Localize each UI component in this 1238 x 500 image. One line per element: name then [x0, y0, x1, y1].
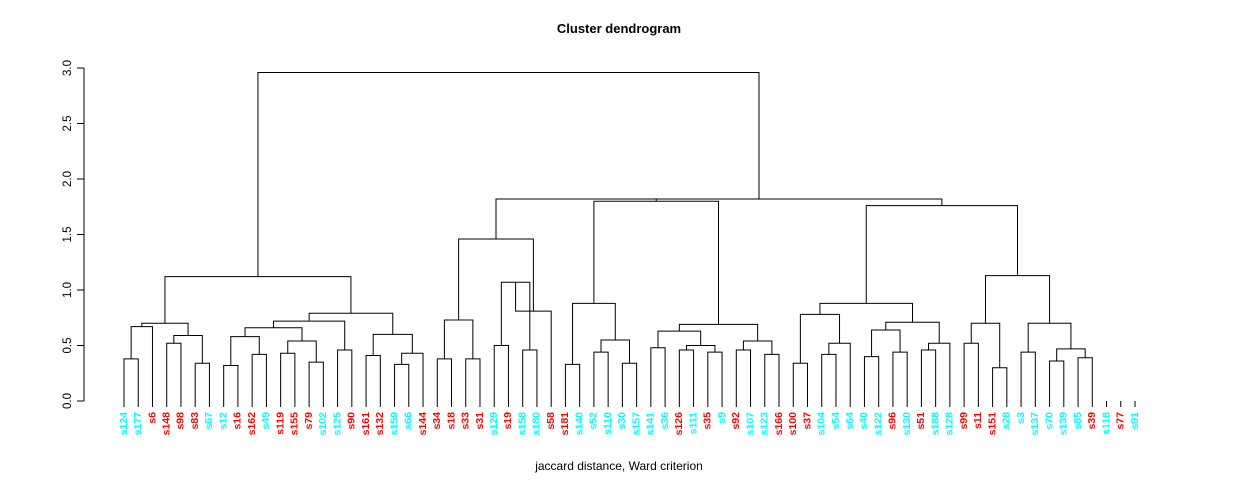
- leaf-label: s188: [929, 412, 941, 436]
- leaf-label: s158: [516, 412, 528, 436]
- leaf-label: s148: [160, 412, 172, 436]
- leaf-label: s181: [559, 412, 571, 436]
- leaf-label: s11: [972, 412, 984, 429]
- y-axis-tick-label: 2.0: [62, 171, 74, 187]
- leaf-label: s37: [801, 412, 813, 430]
- leaf-label: s177: [132, 412, 144, 436]
- leaf-label: s98: [175, 412, 187, 430]
- x-axis-caption: jaccard distance, Ward criterion: [534, 459, 703, 473]
- leaf-label: s139: [1058, 412, 1070, 436]
- leaf-label: s52: [588, 412, 600, 430]
- leaf-label: s39: [1086, 412, 1098, 430]
- leaf-label: s67: [203, 412, 215, 430]
- y-axis-tick-label: 1.5: [62, 227, 74, 243]
- leaf-label: s16: [232, 412, 244, 430]
- leaf-label: s35: [702, 412, 714, 430]
- leaf-label: s159: [388, 412, 400, 436]
- leaf-label: s30: [616, 412, 628, 430]
- leaf-label: s102: [317, 412, 329, 436]
- leaf-label: s6: [146, 412, 158, 424]
- y-axis: 0.0 0.5 1.0 1.5 2.0 2.5 3.0: [62, 60, 85, 409]
- leaf-label: s140: [573, 412, 585, 436]
- leaf-label: s162: [246, 412, 258, 436]
- leaf-label: s40: [858, 412, 870, 430]
- y-axis-tick-label: 0.0: [62, 393, 74, 409]
- leaf-label: s110: [602, 412, 614, 435]
- leaf-label: s128: [944, 412, 956, 436]
- y-axis-tick-label: 0.5: [62, 338, 74, 354]
- leaf-label: s122: [872, 412, 884, 436]
- dendrogram-link: [257, 71, 760, 277]
- leaf-label: s166: [773, 412, 785, 436]
- leaf-label: s100: [787, 412, 799, 436]
- leaf-label: s36: [659, 412, 671, 430]
- leaf-label: s132: [374, 412, 386, 436]
- leaf-label: s111: [687, 412, 699, 434]
- leaf-label: s144: [417, 412, 429, 436]
- leaf-label: s49: [260, 412, 272, 430]
- leaf-label: s130: [901, 412, 913, 436]
- page-title: Cluster dendrogram: [557, 21, 681, 36]
- dendrogram-links-layer: [123, 71, 1093, 401]
- leaf-label: s90: [346, 412, 358, 430]
- leaf-label: s157: [630, 412, 642, 436]
- leaf-label: s91: [1129, 412, 1141, 430]
- leaf-label: s19: [502, 412, 514, 430]
- leaf-label: s79: [303, 412, 315, 430]
- leaf-label: s70: [1043, 412, 1055, 430]
- leaf-label: s119: [274, 412, 286, 435]
- leaf-label: s104: [816, 412, 828, 436]
- leaf-label: s125: [331, 412, 343, 436]
- dendrogram-link: [495, 198, 657, 239]
- y-axis-tick-label: 1.0: [62, 282, 74, 298]
- leaf-label: s124: [118, 412, 130, 436]
- leaf-label: s66: [403, 412, 415, 430]
- leaf-label: s64: [844, 412, 856, 430]
- leaf-label: s28: [1001, 412, 1013, 430]
- y-axis-tick-label: 3.0: [62, 60, 74, 76]
- leaf-label: s107: [744, 412, 756, 436]
- y-axis-tick-label: 2.5: [62, 116, 74, 132]
- leaf-label: s99: [958, 412, 970, 430]
- leaf-label: s34: [431, 412, 443, 430]
- leaf-label: s118: [1100, 412, 1112, 435]
- leaf-label: s123: [759, 412, 771, 436]
- leaf-label: s129: [488, 412, 500, 436]
- leaf-label: s12: [217, 412, 229, 430]
- leaf-label: s96: [887, 412, 899, 430]
- leaf-label: s155: [289, 412, 301, 436]
- leaf-label: s18: [445, 412, 457, 430]
- leaf-label: s9: [716, 412, 728, 424]
- leaf-label: s33: [460, 412, 472, 430]
- dendrogram-link: [576, 198, 943, 206]
- leaf-label: s92: [730, 412, 742, 430]
- leaf-label: s54: [830, 412, 842, 430]
- leaf-label: s141: [645, 412, 657, 436]
- leaf-label: s180: [531, 412, 543, 436]
- leaf-label: s77: [1115, 412, 1127, 430]
- leaf-label: s161: [360, 412, 372, 436]
- leaf-label: s58: [545, 412, 557, 430]
- leaf-label: s51: [915, 412, 927, 430]
- leaf-label: s126: [673, 412, 685, 436]
- leaf-label: s83: [189, 412, 201, 430]
- leaf-label: s3: [1015, 412, 1027, 424]
- leaf-label: s151: [986, 412, 998, 436]
- leaf-label: s85: [1072, 412, 1084, 430]
- leaf-label: s137: [1029, 412, 1041, 436]
- leaf-label: s31: [474, 412, 486, 430]
